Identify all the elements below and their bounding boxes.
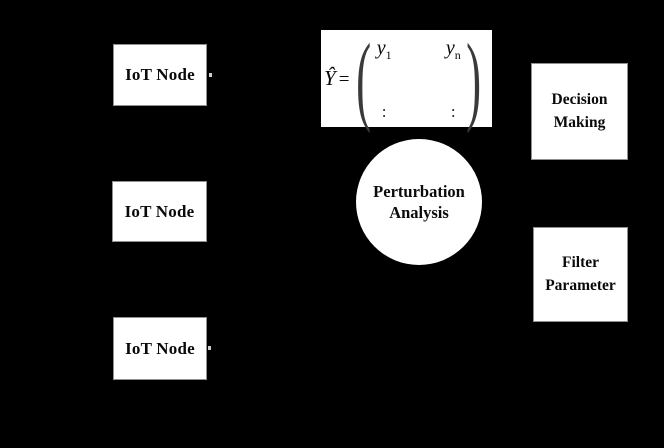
decision-making-label: Decision Making xyxy=(551,91,608,131)
perturbation-analysis-circle: Perturbation Analysis xyxy=(356,139,482,265)
vertical-dots-right: : xyxy=(450,101,456,121)
formula-lhs: Ŷ= xyxy=(324,66,351,91)
iot-node-box-3: IoT Node xyxy=(113,317,207,380)
equals-sign: = xyxy=(338,69,350,90)
y-hat-symbol: Ŷ xyxy=(324,66,336,90)
filter-parameter-label: Filter Parameter xyxy=(545,254,616,294)
iot-node-label: IoT Node xyxy=(125,338,195,358)
arrow-remnant-dot xyxy=(208,346,211,350)
vertical-dots-left: : xyxy=(381,101,387,121)
filter-parameter-box: Filter Parameter xyxy=(533,227,628,322)
iot-node-label: IoT Node xyxy=(124,201,195,221)
matrix-entry-y1: y1 xyxy=(376,36,392,62)
matrix-column-left: y1 : xyxy=(377,38,392,120)
matrix-formula-box: Ŷ= ( y1 : yn : ) xyxy=(321,23,492,134)
iot-node-box-1: IoT Node xyxy=(113,44,207,106)
matrix-entry-yn: yn xyxy=(445,36,461,62)
matrix-column-right: yn : xyxy=(446,38,461,120)
iot-node-box-2: IoT Node xyxy=(112,181,207,242)
iot-node-label: IoT Node xyxy=(125,65,195,84)
decision-making-box: Decision Making xyxy=(531,63,628,160)
arrow-remnant-dot xyxy=(209,73,212,77)
matrix-entries: y1 : yn : xyxy=(375,38,463,120)
left-parenthesis-glyph: ( xyxy=(356,23,372,134)
right-parenthesis-glyph: ) xyxy=(465,23,481,134)
perturbation-analysis-label: Perturbation Analysis xyxy=(373,181,465,222)
